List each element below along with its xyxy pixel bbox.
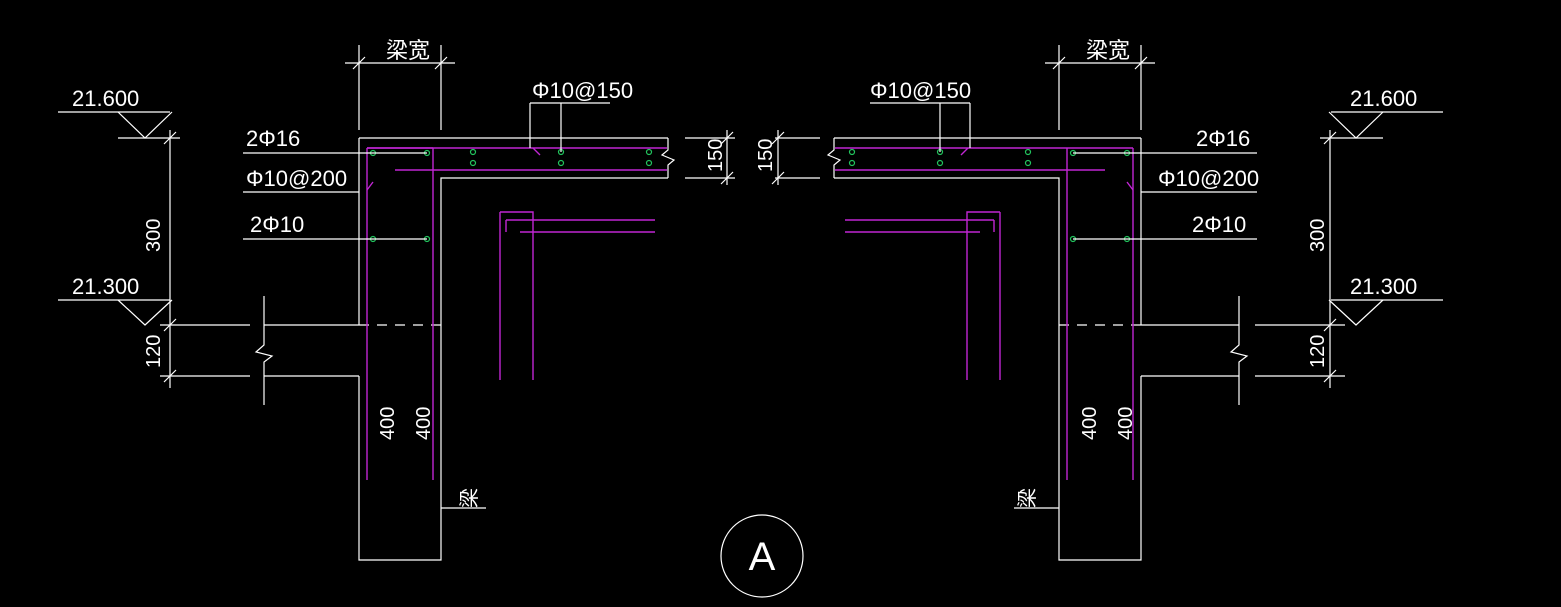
right-rebar [835, 147, 1134, 480]
left-top-elevation: 21.600 [72, 86, 139, 111]
right-detail: 21.600 21.300 300 120 150 梁宽 2Φ16 Φ10@20… [755, 38, 1443, 561]
right-beam-label: 梁 [1016, 488, 1039, 508]
left-beam-width-label: 梁宽 [386, 38, 430, 63]
left-stirrup-label: Φ10@200 [246, 166, 347, 191]
section-mark-circle [720, 514, 804, 598]
left-beam-width-dim [345, 45, 455, 130]
left-slab-thickness: 150 [705, 139, 727, 172]
left-bottom-elevation: 21.300 [72, 274, 139, 299]
left-rebar-dots [369, 148, 653, 243]
section-mark-letter: A [749, 535, 776, 579]
left-400-a: 400 [377, 407, 399, 440]
left-slab-bar-label: Φ10@150 [532, 78, 633, 103]
left-beam-outline [254, 137, 676, 561]
right-height-dim: 300 [1307, 219, 1329, 252]
left-rebar [366, 147, 667, 480]
right-400-a: 400 [1079, 407, 1101, 440]
right-elevation-dims [1255, 111, 1443, 388]
left-elevation-dims [58, 111, 250, 388]
left-mid-bar-label: 2Φ10 [250, 212, 304, 237]
right-top-elevation: 21.600 [1350, 86, 1417, 111]
right-beam-width-dim [1045, 45, 1155, 130]
left-slab-thickness-dim [685, 130, 735, 185]
left-beam-label: 梁 [458, 488, 481, 508]
section-mark: A [720, 514, 804, 598]
right-beam-width-label: 梁宽 [1086, 38, 1130, 63]
right-mid-bar-label: 2Φ10 [1192, 212, 1246, 237]
right-400-b: 400 [1115, 407, 1137, 440]
left-detail: 21.600 21.300 300 120 150 梁宽 2Φ16 Φ10@20… [58, 38, 735, 561]
right-stirrup-label: Φ10@200 [1158, 166, 1259, 191]
left-height-dim: 300 [143, 219, 165, 252]
right-slab-bar-label: Φ10@150 [870, 78, 971, 103]
right-slab-dim: 120 [1307, 335, 1329, 368]
left-leaders [243, 102, 610, 509]
left-400-b: 400 [413, 407, 435, 440]
right-top-bar-label: 2Φ16 [1196, 126, 1250, 151]
left-slab-dim: 120 [143, 335, 165, 368]
left-top-bar-label: 2Φ16 [246, 126, 300, 151]
right-beam-outline [826, 137, 1249, 561]
right-slab-thickness-dim [771, 130, 820, 185]
right-bottom-elevation: 21.300 [1350, 274, 1417, 299]
right-rebar-dots [848, 148, 1131, 243]
right-leaders [870, 102, 1257, 509]
right-slab-thickness: 150 [755, 139, 777, 172]
